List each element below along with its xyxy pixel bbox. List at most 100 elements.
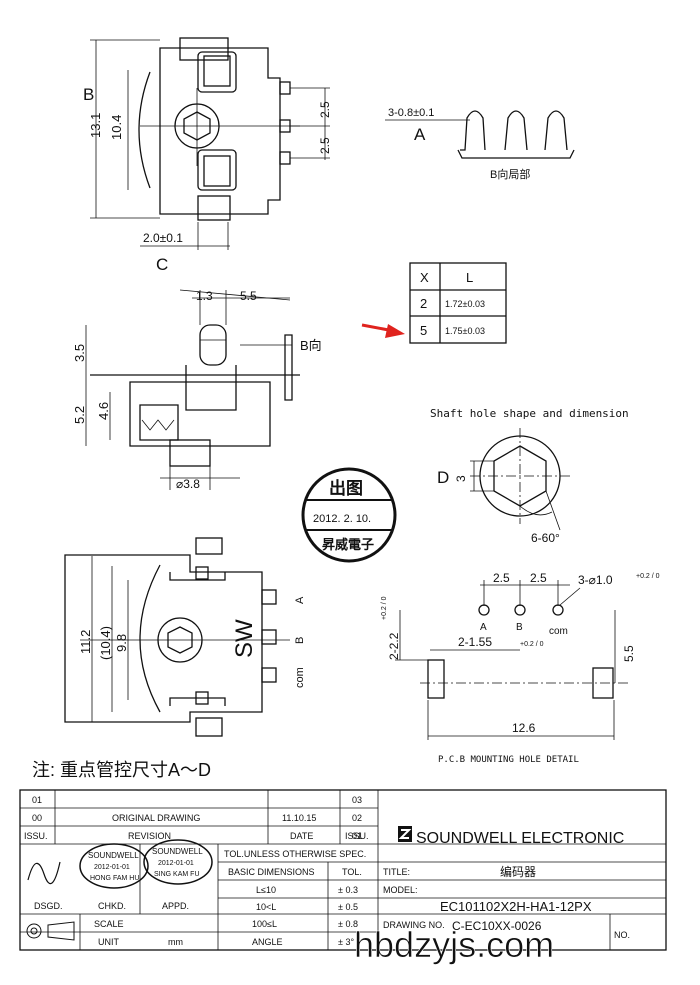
pcb-dim-2-5-b: 2.5 bbox=[530, 571, 547, 585]
n02: 02 bbox=[352, 813, 362, 823]
unit-label: UNIT bbox=[98, 937, 119, 947]
dim-diameter: ⌀3.8 bbox=[176, 477, 200, 491]
soundwell-logo-icon bbox=[398, 826, 412, 842]
dim-4-6: 4.6 bbox=[96, 402, 111, 420]
revision-label: REVISION bbox=[128, 831, 171, 841]
tol-header: TOL. bbox=[342, 867, 362, 877]
original-date: 11.10.15 bbox=[282, 813, 316, 823]
stamp2-top: SOUNDWELL bbox=[152, 847, 203, 856]
stamp-bottom: 昇威電子 bbox=[322, 537, 374, 552]
row1-l: 1.72±0.03 bbox=[445, 299, 485, 309]
note-text: 注: 重点管控尺寸A～D bbox=[32, 760, 211, 780]
stamp2-bottom: SING KAM FU bbox=[154, 871, 200, 878]
red-arrow-icon bbox=[361, 323, 405, 338]
pcb-slot-h-tol: +0.2 / 0 bbox=[520, 641, 544, 648]
scale-label: SCALE bbox=[94, 919, 124, 929]
dim-3-5: 3.5 bbox=[72, 344, 87, 362]
detail-b-view: 3-0.8±0.1 A B向局部 bbox=[385, 107, 575, 181]
no-label: NO. bbox=[614, 930, 630, 940]
row2-x: 5 bbox=[420, 323, 427, 338]
top-view: B 13.1 10.4 2.5 2.5 2.0±0.1 C bbox=[83, 37, 332, 274]
pcb-hole-dim: 3-⌀1.0 bbox=[578, 573, 613, 587]
n01: 01 bbox=[352, 831, 362, 841]
stamp1-date: 2012-01-01 bbox=[94, 864, 130, 871]
dim-2-5-top: 2.5 bbox=[318, 101, 332, 118]
pcb-detail: 2.5 2.5 3-⌀1.0 +0.2 / 0 A B com 2-2.2 +0… bbox=[381, 571, 660, 765]
chkd-label: CHKD. bbox=[98, 901, 126, 911]
stamp-date: 2012. 2. 10. bbox=[313, 513, 371, 525]
col-issu-label: ISSU. bbox=[345, 831, 369, 841]
angle-dim: 6-60° bbox=[531, 531, 560, 545]
reviewer-stamp-1: SOUNDWELL 2012-01-01 HONG FAM HU bbox=[79, 843, 149, 889]
pcb-pin-com: com bbox=[549, 626, 568, 637]
unit-value: mm bbox=[168, 937, 183, 947]
row2-l: 1.75±0.03 bbox=[445, 326, 485, 336]
watermark-text: hbdzyjs.com bbox=[354, 924, 554, 965]
dim-11-2: 11.2 bbox=[78, 630, 93, 654]
label-a: A bbox=[414, 125, 426, 144]
detail-b-caption: B向局部 bbox=[490, 167, 530, 181]
pin-com: com bbox=[294, 667, 306, 688]
pcb-pin-a: A bbox=[480, 622, 487, 633]
pcb-caption: P.C.B MOUNTING HOLE DETAIL bbox=[438, 755, 579, 765]
tol-r3-tol: ± 0.8 bbox=[338, 919, 358, 929]
title-label: TITLE: bbox=[383, 867, 410, 877]
label-d: D bbox=[437, 468, 449, 487]
dim-9-8: 9.8 bbox=[114, 634, 129, 652]
label-b-direction: B向 bbox=[300, 338, 322, 353]
dim-10-4: 10.4 bbox=[109, 115, 124, 140]
label-b: B bbox=[83, 85, 94, 104]
stamp2-date: 2012-01-01 bbox=[158, 860, 194, 867]
issu-label: ISSU. bbox=[24, 831, 48, 841]
rev-00: 00 bbox=[32, 813, 42, 823]
pcb-slot-h: 2-1.55 bbox=[458, 635, 492, 649]
pcb-dim-2-5-a: 2.5 bbox=[493, 571, 510, 585]
title-block: 01 00 ORIGINAL DRAWING 11.10.15 ISSU. RE… bbox=[19, 789, 667, 951]
tol-r1-dim: L≤10 bbox=[256, 885, 276, 895]
row1-x: 2 bbox=[420, 296, 427, 311]
original-drawing: ORIGINAL DRAWING bbox=[112, 813, 200, 823]
dim-3: 3 bbox=[454, 475, 468, 482]
sw-label: SW bbox=[231, 619, 258, 658]
dsgd-label: DSGD. bbox=[34, 901, 63, 911]
dim-2-0: 2.0±0.1 bbox=[143, 231, 183, 245]
dim-1-3: 1.3 bbox=[196, 289, 213, 303]
pcb-pin-b: B bbox=[516, 622, 523, 633]
tol-r3-dim: 100≤L bbox=[252, 919, 277, 929]
approval-stamp: 出图 2012. 2. 10. 昇威電子 bbox=[301, 467, 397, 563]
stamp1-top: SOUNDWELL bbox=[88, 851, 139, 860]
pcb-slot-tol: +0.2 / 0 bbox=[381, 596, 388, 620]
tol-spec: TOL.UNLESS OTHERWISE SPEC. bbox=[224, 849, 366, 859]
xl-table: X L 2 1.72±0.03 5 1.75±0.03 bbox=[361, 262, 507, 344]
pin-b: B bbox=[294, 637, 306, 644]
shaft-hole-view: Shaft hole shape and dimension D 3 6-60° bbox=[430, 407, 629, 545]
drawing-no-value: C-EC10XX-0026 bbox=[452, 919, 542, 933]
title-value: 编码器 bbox=[500, 864, 536, 879]
dim-10-4-paren: (10.4) bbox=[98, 626, 113, 660]
pcb-hole-tol: +0.2 / 0 bbox=[636, 573, 660, 580]
model-value: EC101102X2H-HA1-12PX bbox=[440, 899, 592, 914]
rev-01: 01 bbox=[32, 795, 42, 805]
drawing-no-label: DRAWING NO. bbox=[383, 920, 445, 930]
dim-5-2: 5.2 bbox=[72, 406, 87, 424]
header-x: X bbox=[420, 270, 429, 285]
appd-label: APPD. bbox=[162, 901, 189, 911]
tol-r2-dim: 10<L bbox=[256, 902, 276, 912]
dim-2-5-bottom: 2.5 bbox=[318, 137, 332, 154]
label-c: C bbox=[156, 255, 168, 274]
stamp-top: 出图 bbox=[329, 478, 363, 498]
model-label: MODEL: bbox=[383, 885, 418, 895]
angle-tol: ± 3° bbox=[338, 937, 354, 947]
n03: 03 bbox=[352, 795, 362, 805]
company-name: SOUNDWELL ELECTRONIC bbox=[416, 830, 624, 847]
pcb-dim-5-5: 5.5 bbox=[622, 645, 636, 662]
signature bbox=[27, 861, 61, 885]
shaft-title: Shaft hole shape and dimension bbox=[430, 407, 629, 420]
pin-dim: 3-0.8±0.1 bbox=[388, 107, 434, 119]
dim-13-1: 13.1 bbox=[88, 113, 103, 138]
pin-a: A bbox=[294, 596, 306, 604]
tol-r1-tol: ± 0.3 bbox=[338, 885, 358, 895]
dim-5-5: 5.5 bbox=[240, 289, 257, 303]
stamp1-bottom: HONG FAM HU bbox=[90, 875, 139, 882]
